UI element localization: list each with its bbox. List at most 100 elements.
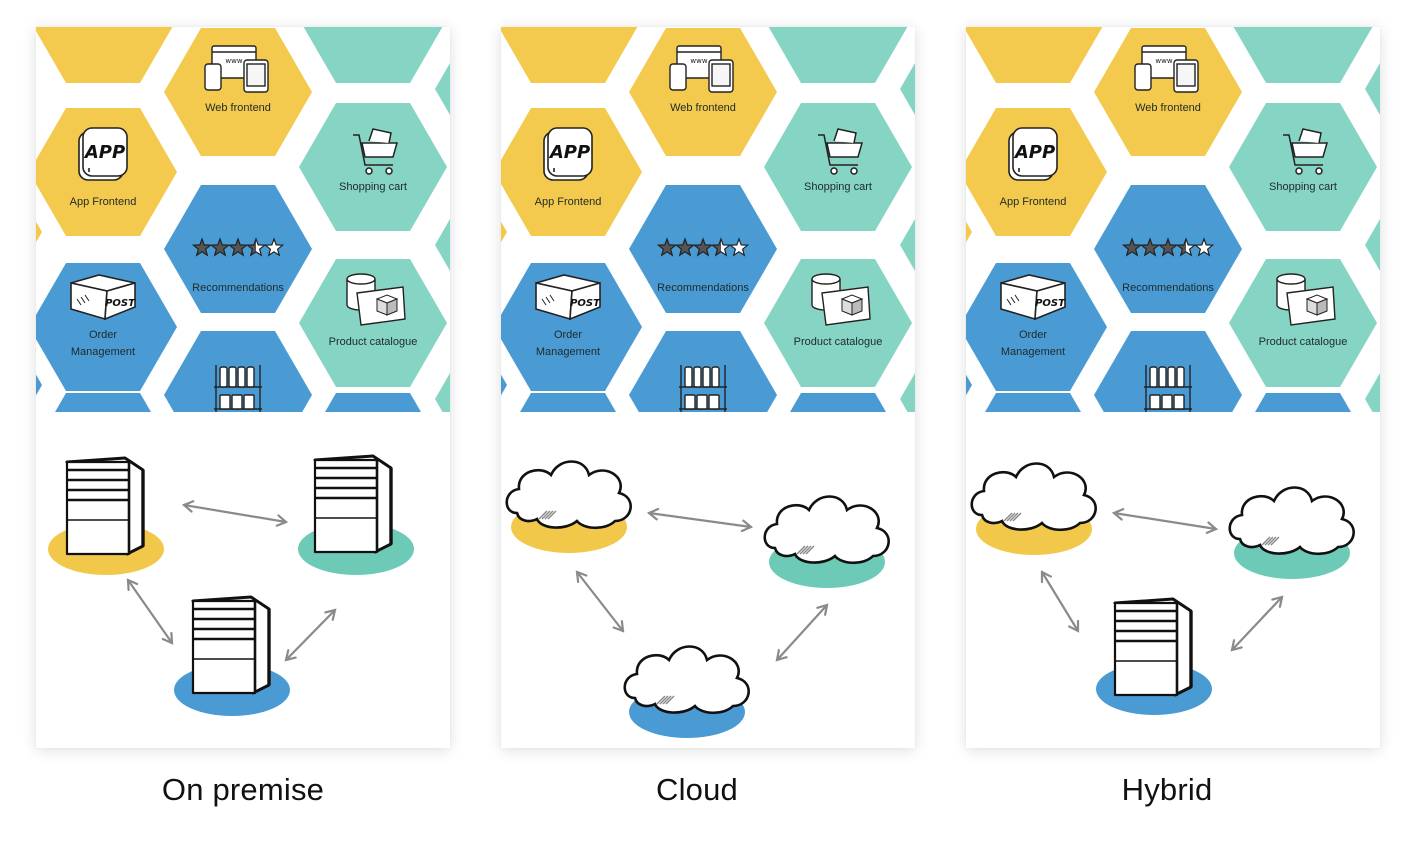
- service-label: Management: [536, 346, 600, 358]
- decor-hex: [501, 27, 638, 83]
- database-icon: [811, 273, 871, 326]
- post-box-icon: POST: [1000, 274, 1066, 321]
- decor-hex: [501, 221, 507, 243]
- service-label: Management: [1001, 346, 1065, 358]
- decor-hex: [900, 219, 915, 271]
- node-server: [48, 456, 164, 575]
- decor-hex: [1365, 63, 1380, 115]
- service-label: App Frontend: [70, 196, 137, 208]
- infrastructure-diagram: [970, 462, 1355, 715]
- star-mark: [1193, 237, 1215, 257]
- service-label: Web frontend: [670, 102, 736, 114]
- service-label: Order: [554, 329, 582, 341]
- shelf-icon: [214, 365, 262, 412]
- decor-hex: [1365, 219, 1380, 271]
- service-label: Order: [1019, 329, 1047, 341]
- bidirectional-arrow: [126, 578, 174, 645]
- app-icon: APP: [78, 127, 128, 181]
- shopping-cart-icon: [1283, 128, 1328, 175]
- app-icon: APP: [1008, 127, 1058, 181]
- svg-text:www: www: [690, 57, 707, 65]
- service-label: Shopping cart: [339, 181, 407, 193]
- decor-hex: [36, 27, 173, 83]
- shelf-icon: [1144, 365, 1192, 412]
- star-mark: [245, 237, 267, 257]
- service-label: Product catalogue: [794, 336, 883, 348]
- service-hex-rec: Recommendations: [1094, 185, 1242, 313]
- decor-hex: [900, 63, 915, 115]
- cloud-icon: [1228, 486, 1355, 556]
- star-rating-icon: [191, 237, 285, 257]
- decor-hex: [768, 27, 908, 83]
- cloud-icon: [763, 495, 890, 565]
- star-mark: [1175, 237, 1197, 257]
- infrastructure-diagram: [48, 454, 414, 716]
- service-hex-shelf: [164, 331, 312, 412]
- decor-hex: [501, 374, 507, 396]
- service-label: Product catalogue: [329, 336, 418, 348]
- bidirectional-arrow: [1040, 570, 1080, 633]
- service-label: App Frontend: [1000, 196, 1067, 208]
- bidirectional-arrow: [775, 603, 829, 662]
- bidirectional-arrow: [646, 507, 754, 533]
- star-mark: [692, 237, 714, 257]
- caption-on-premise: On premise: [161, 772, 325, 807]
- database-icon: [346, 273, 406, 326]
- service-label: App Frontend: [535, 196, 602, 208]
- shopping-cart-icon: [818, 128, 863, 175]
- svg-text:APP: APP: [83, 142, 125, 163]
- decor-hex: [55, 393, 151, 412]
- service-hex-cart: Shopping cart: [764, 103, 912, 231]
- service-hex-app: APP App Frontend: [36, 108, 177, 236]
- infrastructure-diagram: [505, 460, 890, 738]
- bidirectional-arrow: [1230, 595, 1284, 652]
- star-mark: [191, 237, 213, 257]
- server-icon: [65, 456, 145, 556]
- service-label: Management: [71, 346, 135, 358]
- node-cloud: [970, 462, 1097, 555]
- service-label: Product catalogue: [1259, 336, 1348, 348]
- service-label: Recommendations: [657, 282, 749, 294]
- service-hex-shelf: [1094, 331, 1242, 412]
- decor-hex: [985, 393, 1081, 412]
- service-hex-cart: Shopping cart: [299, 103, 447, 231]
- service-label: Recommendations: [1122, 282, 1214, 294]
- decor-hex: [966, 27, 1103, 83]
- decor-hex: [435, 63, 450, 115]
- node-server: [1096, 597, 1212, 715]
- bidirectional-arrow: [181, 500, 289, 527]
- post-box-icon: POST: [535, 274, 601, 321]
- svg-text:POST: POST: [570, 298, 601, 309]
- service-label: Recommendations: [192, 282, 284, 294]
- post-box-icon: POST: [70, 274, 136, 321]
- node-cloud: [623, 645, 750, 738]
- decor-hex: [1365, 373, 1380, 412]
- service-label: Shopping cart: [804, 181, 872, 193]
- star-mark: [209, 237, 231, 257]
- service-label: Shopping cart: [1269, 181, 1337, 193]
- svg-text:www: www: [225, 57, 242, 65]
- decor-hex: [966, 221, 972, 243]
- star-mark: [227, 237, 249, 257]
- decor-hex: [435, 373, 450, 412]
- shelf-icon: [679, 365, 727, 412]
- star-rating-icon: [656, 237, 750, 257]
- server-icon: [313, 454, 393, 554]
- database-icon: [1276, 273, 1336, 326]
- star-rating-icon: [1121, 237, 1215, 257]
- service-hex-cart: Shopping cart: [1229, 103, 1377, 231]
